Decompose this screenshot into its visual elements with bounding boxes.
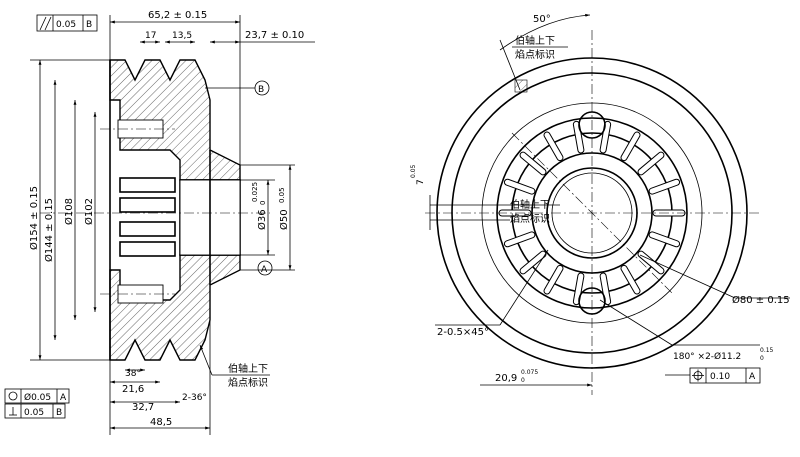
spoke-slot [544,265,563,294]
dim-groove-angle: 38° [125,369,141,379]
gdt-circular-frame: Ø0.05 A [4,388,70,404]
gdt-parallel-tol: 0.05 [56,20,76,30]
dim-d102: Ø102 [83,198,95,225]
pos-tol: 0.10 [710,372,730,382]
spoke-slot [520,251,546,274]
datum-b-label: B [258,85,264,95]
dim-d50-tol: 0.05 [278,187,286,203]
dim-d50: Ø50 [278,209,290,230]
spoke-slot [520,152,546,175]
pulley-body-lower [109,254,241,361]
dim-w17: 17 [145,31,156,41]
holes-tol: 0.15 [760,347,774,354]
dim-20-9-tol-low: 0 [521,377,525,384]
note-top-line1: 伯轴上下 [515,34,555,47]
front-view: 50° 伯轴上下 焰点标识 伯轴上下 焰点标识 7 0.05 Ø80 ± 0.1… [410,13,790,395]
web-slot [119,221,176,237]
dim-hub-ext: 23,7 ± 0.10 [245,30,304,41]
dim-groove-count: 2-36° [182,393,207,403]
dim-d154: Ø154 ± 0.15 [28,186,40,250]
dim-overall-top: 65,2 ± 0.15 [148,10,207,21]
angle-top: 50° [533,14,551,25]
gdt-position-frame: 0.10 A [665,367,761,384]
dim-7: 7 [416,179,426,185]
dim-w21-6: 21,6 [122,384,144,395]
spoke-slot [504,179,535,194]
dim-d36-tol-low: 0 [259,201,267,205]
dim-7-tol: 0.05 [410,164,417,178]
note-mid-line1: 伯轴上下 [510,198,550,211]
holes-tol-low: 0 [760,355,764,362]
spoke-slot [649,232,680,247]
spoke-slot [544,132,563,161]
gdt-circular-tol: Ø0.05 [24,392,51,403]
note-line1: 伯轴上下 [228,362,268,375]
web-slot [119,197,176,213]
spoke-slot [600,121,611,153]
holes-note: 180° ×2-Ø11.2 [673,351,741,362]
note-line2: 焰点标识 [228,376,268,389]
spoke-slot [621,265,640,294]
dim-w48-5: 48,5 [150,417,172,428]
note-top-line2: 焰点标识 [515,48,555,61]
gdt-perpendicular-frame: 0.05 B [4,403,66,419]
web-slot [119,177,176,193]
gdt-parallelism-frame: 0.05 B [36,14,98,32]
parallel-icon [39,16,47,31]
gdt-parallel-datum: B [86,20,92,30]
dim-w32-7: 32,7 [132,402,154,413]
note-mid-line2: 焰点标识 [510,212,550,225]
dim-20-9: 20,9 [495,373,517,384]
dim-d36: Ø36 [256,209,268,230]
web-slot [119,241,176,257]
spoke-slot [600,273,611,305]
spoke-slot [621,132,640,161]
dim-d36-tol: 0.025 [251,182,259,202]
pulley-body-upper [109,59,241,181]
gdt-perp-datum: B [56,408,62,418]
spoke-slot [504,232,535,247]
dim-w13-5: 13,5 [172,31,192,41]
section-view: Ø154 ± 0.15 Ø144 ± 0.15 Ø108 Ø102 Ø36 0.… [4,10,315,435]
gdt-perp-tol: 0.05 [24,408,44,418]
pos-datum: A [749,372,756,382]
gdt-circular-datum: A [60,393,67,403]
spoke-slot [573,121,584,153]
spoke-slot [638,152,664,175]
datum-a-label: A [261,265,268,275]
dim-80: Ø80 ± 0.15 [732,294,790,306]
dim-20-9-tol: 0.075 [521,369,538,376]
dim-d144: Ø144 ± 0.15 [43,198,55,262]
circularity-icon [8,391,18,401]
spoke-slot [649,179,680,194]
spoke-slot [573,273,584,305]
dim-d108: Ø108 [63,198,75,225]
chamfer-note: 2-0.5×45° [437,327,489,338]
